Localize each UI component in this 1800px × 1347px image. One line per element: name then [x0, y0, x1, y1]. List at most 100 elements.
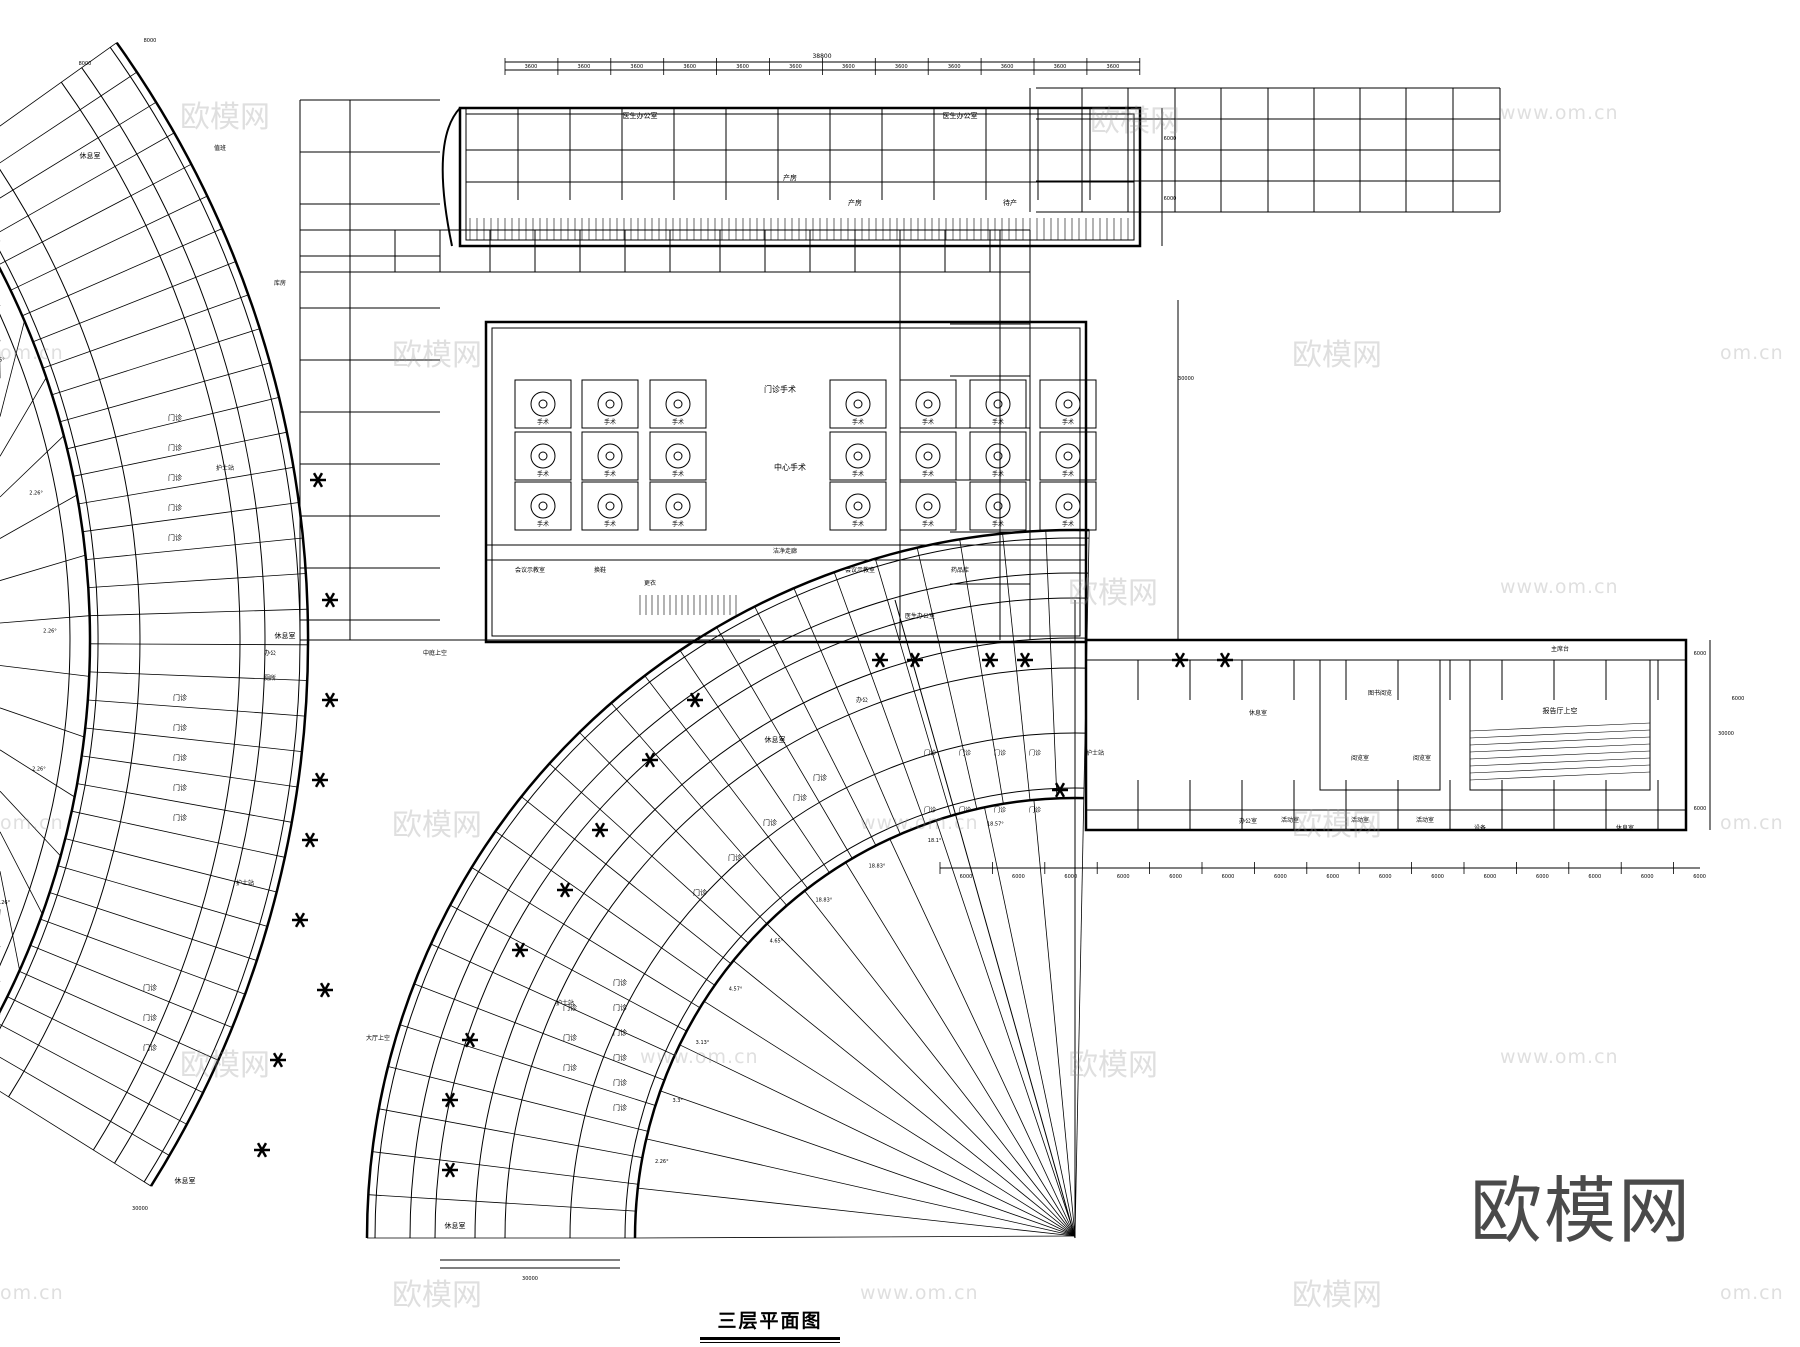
radial-axis	[0, 615, 90, 624]
shrub-center	[1023, 658, 1027, 662]
surgical-light-icon	[538, 399, 548, 409]
partition-wall	[1002, 533, 1031, 801]
room-label-operating-room: 手术	[537, 418, 549, 426]
dimension-text: 6000	[1012, 874, 1025, 880]
partition-wall	[874, 558, 952, 817]
surgical-light-icon	[993, 501, 1003, 511]
surgical-light-icon	[665, 493, 691, 519]
room-label-operating-room: 手术	[992, 418, 1004, 426]
room-label-outpatient: 门诊	[168, 443, 182, 452]
room-label-outpatient: 门诊	[143, 1013, 157, 1022]
room-label-outpatient: 门诊	[168, 413, 182, 422]
fan-ray	[634, 1235, 1076, 1239]
radial-axis	[0, 707, 85, 738]
fan-ray	[766, 923, 1076, 1237]
dimension-text: 6000	[1641, 874, 1654, 880]
shrub-center	[913, 658, 917, 662]
shrub-icon	[462, 1032, 478, 1048]
angle-text: 18.83°	[815, 897, 832, 903]
partition-wall	[89, 643, 309, 646]
room-label-outpatient: 门诊	[173, 723, 187, 732]
partition-wall	[19, 970, 219, 1061]
partition-wall	[88, 573, 306, 588]
operating-room	[899, 379, 957, 429]
room-label-outpatient: 门诊	[763, 818, 777, 827]
partition-wall	[51, 328, 260, 396]
shrub-icon	[317, 982, 333, 998]
seating-row	[1469, 736, 1651, 746]
room-label-outpatient: 门诊	[168, 533, 182, 542]
surgical-light-icon	[853, 451, 863, 461]
radial-axis-lines	[0, 240, 1085, 1239]
room-label-outpatient: 门诊	[1029, 749, 1041, 757]
operating-room	[829, 379, 887, 429]
shrub-icon	[442, 1092, 458, 1108]
surgical-light-icon	[530, 391, 556, 417]
partition-wall	[716, 627, 853, 859]
fan-ray	[845, 862, 1076, 1237]
angle-text: 18.57°	[987, 822, 1004, 828]
partition-wall	[1045, 530, 1058, 799]
dimension-text: 3600	[1054, 64, 1067, 70]
shrub-center	[308, 838, 312, 842]
room-label-activity: 活动室	[1281, 816, 1299, 824]
partition-wall	[10, 195, 208, 291]
partition-wall	[85, 727, 302, 752]
operating-room	[514, 431, 572, 481]
dimension-text: 6000	[1431, 874, 1444, 880]
shrub-center	[328, 698, 332, 702]
operating-room	[1039, 379, 1097, 429]
room-label-office-room: 办公室	[1239, 817, 1257, 825]
seating-row	[1469, 771, 1651, 781]
partition-wall	[32, 261, 236, 343]
shrub-icon	[1017, 652, 1033, 668]
partition-wall	[579, 732, 768, 925]
surgical-light-icon	[985, 391, 1011, 417]
room-label-activity: 活动室	[1416, 816, 1434, 824]
curved-wing-wall	[115, 41, 310, 1187]
partition-wall	[644, 675, 809, 889]
seating-row	[1469, 750, 1651, 760]
shrub-icon	[907, 652, 923, 668]
seating-row	[1469, 722, 1651, 732]
partition-wall	[0, 132, 175, 233]
seating-row	[1469, 729, 1651, 739]
shrub-icon	[687, 692, 703, 708]
shrub-center	[276, 1058, 280, 1062]
room-label-outpatient: 门诊	[728, 853, 742, 862]
angle-text: 2.26°	[0, 900, 11, 906]
fan-ray	[733, 960, 1076, 1237]
operating-room	[581, 431, 639, 481]
partition-wall	[916, 547, 978, 810]
room-label-nurse-station: 护士站	[556, 999, 574, 1007]
curved-entry-wall	[441, 107, 461, 247]
room-label-outpatient: 门诊	[173, 753, 187, 762]
room-label-outpatient: 门诊	[924, 806, 936, 814]
dimension-text: 3600	[842, 64, 855, 70]
drawing-title: 三层平面图	[717, 1310, 823, 1332]
room-label-operating-room: 手术	[852, 520, 864, 528]
shrub-icon	[312, 772, 328, 788]
shrub-icon	[292, 912, 308, 928]
partition-wall	[87, 699, 306, 717]
dimension-text: 6000	[1694, 806, 1707, 812]
partition-wall	[372, 1151, 639, 1185]
shrub-icon	[322, 692, 338, 708]
partition-wall	[7, 996, 204, 1093]
dimension-text: 8000	[144, 38, 157, 44]
partition-wall	[59, 362, 271, 423]
operating-room	[581, 379, 639, 429]
room-label-operating-room: 手术	[922, 520, 934, 528]
room-label-outpatient: 门诊	[173, 783, 187, 792]
partition-wall	[65, 838, 277, 893]
dimension-text: 6000	[1732, 696, 1745, 702]
partition-wall	[833, 572, 926, 825]
room-label-delivery: 产房	[848, 198, 862, 207]
dimension-text: 3600	[895, 64, 908, 70]
shrub-center	[448, 1168, 452, 1172]
dimension-text: 6000	[1536, 874, 1549, 880]
surgical-light-icon	[923, 399, 933, 409]
partition-wall	[77, 783, 292, 823]
room-label-operating-room: 手术	[537, 470, 549, 478]
